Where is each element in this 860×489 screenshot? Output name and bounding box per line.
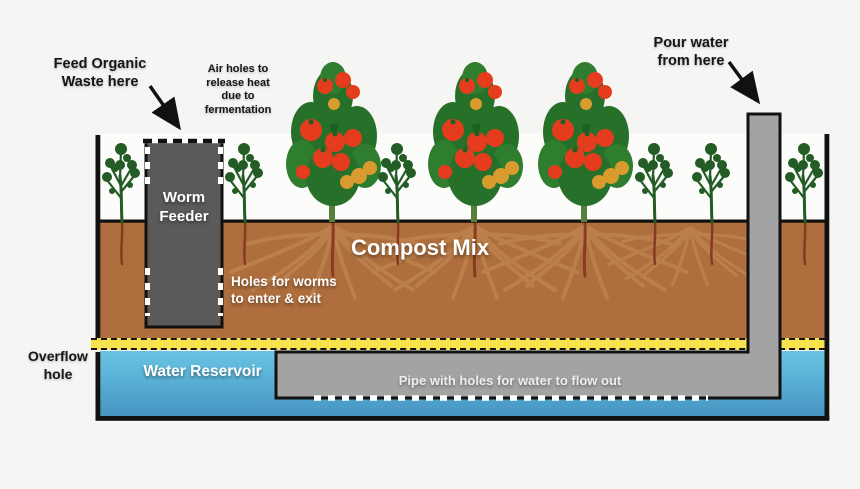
worm-hole-dashes [145,147,223,316]
air-label-line4: fermentation [204,103,272,116]
seedling-plant [783,141,825,224]
seedling-plant [223,141,265,224]
worm-feeder-label: Worm Feeder [146,188,222,226]
air-label-line2: release heat [206,76,270,89]
feed-waste-arrow [148,84,182,131]
worm-holes-line2: to enter & exit [231,290,322,306]
pour-water-label: Pour water from here [637,34,745,70]
air-holes-label: Air holes to release heat due to ferment… [190,63,286,117]
overflow-label-line2: hole [43,366,73,382]
tomato-plant [286,62,381,222]
air-label-line1: Air holes to [207,63,269,75]
seedling-roots [120,221,807,278]
soil-surface-line [99,219,826,223]
annotation-arrows [148,60,761,131]
overflow-hole-label: Overflow hole [10,347,106,383]
air-label-line3: due to [221,90,255,102]
feeder-label-line2: Feeder [159,208,209,225]
feed-organic-waste-label: Feed Organic Waste here [25,55,175,91]
seedling-plant [633,141,675,224]
worm-holes-line1: Holes for worms [231,274,337,289]
pipe-holes-label: Pipe with holes for water to flow out [398,373,622,388]
overflow-label-line1: Overflow [28,348,88,364]
pour-water-arrow [727,60,761,105]
compost-mix-label: Compost Mix [350,235,490,260]
feed-label-line1: Feed Organic [53,56,147,72]
worm-feeder-box [143,138,225,329]
seedling-plant [100,141,142,224]
water-pipe [274,112,782,401]
pour-label-line2: from here [657,53,725,69]
seedling-plant [690,141,732,224]
pour-label-line1: Pour water [653,35,729,51]
worm-holes-label: Holes for worms to enter & exit [231,274,381,307]
water-reservoir-label: Water Reservoir [143,363,262,380]
container-walls [95,134,830,421]
tomato-plant [538,62,633,222]
seedling-plant [376,141,418,224]
tomato-plant [428,62,523,222]
drainage-membrane-layer [91,338,825,350]
feed-label-line2: Waste here [61,74,139,90]
feeder-label-line1: Worm [162,189,206,206]
